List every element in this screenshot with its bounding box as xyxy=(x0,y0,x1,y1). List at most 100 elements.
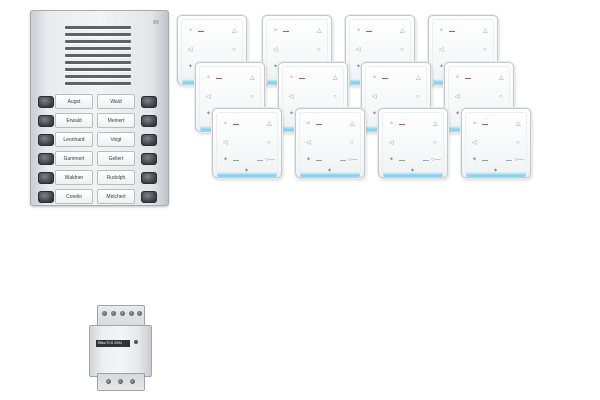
hand-icon[interactable]: ✦ xyxy=(223,157,229,163)
speaker-icon[interactable]: ◁ xyxy=(356,47,361,53)
bell-icon[interactable]: △ xyxy=(317,28,322,34)
hand-icon[interactable]: ✦ xyxy=(389,157,395,163)
light-icon[interactable]: ○ xyxy=(400,47,404,53)
speaker-icon[interactable]: ◁ xyxy=(439,47,444,53)
bell-button[interactable] xyxy=(141,153,157,165)
light-icon[interactable]: ○ xyxy=(499,94,503,100)
speaker-icon[interactable]: ◁ xyxy=(455,94,460,100)
light-icon[interactable]: ○ xyxy=(433,140,437,146)
speaker-icon[interactable]: ◁ xyxy=(389,140,394,146)
bell-button[interactable] xyxy=(38,191,54,203)
door-panel: Augst Wald Erwald Meinert Leonhard Voigt… xyxy=(30,10,169,206)
status-led-green xyxy=(399,160,405,161)
hand-icon[interactable]: ✦ xyxy=(455,111,461,117)
bell-button[interactable] xyxy=(141,96,157,108)
bell-icon[interactable]: △ xyxy=(333,75,338,81)
bell-icon[interactable]: △ xyxy=(483,28,488,34)
microphone-icon[interactable]: ⚬ xyxy=(389,121,395,127)
microphone-icon[interactable]: ⚬ xyxy=(206,75,212,81)
indoor-station[interactable]: ⚬△◁○✦○—◆ xyxy=(212,108,282,178)
bell-button[interactable] xyxy=(38,134,54,146)
bell-icon[interactable]: △ xyxy=(250,75,255,81)
microphone-icon[interactable]: ⚬ xyxy=(439,28,445,34)
light-icon[interactable]: ○ xyxy=(267,140,271,146)
microphone-icon[interactable]: ⚬ xyxy=(356,28,362,34)
indoor-station[interactable]: ⚬ △ ◁ ○ ✦ ○— ◆ xyxy=(378,108,448,178)
microphone-icon[interactable]: ⚬ xyxy=(372,75,378,81)
hand-icon[interactable]: ✦ xyxy=(356,64,362,70)
microphone-icon[interactable]: ⚬ xyxy=(289,75,295,81)
status-led-blue xyxy=(423,160,429,161)
bell-button[interactable] xyxy=(141,115,157,127)
hand-icon[interactable]: ✦ xyxy=(439,64,445,70)
hand-icon[interactable]: ✦ xyxy=(206,111,212,117)
bell-button[interactable] xyxy=(141,134,157,146)
microphone-icon[interactable]: ⚬ xyxy=(472,121,478,127)
bell-icon[interactable]: △ xyxy=(499,75,504,81)
name-tag: Meinert xyxy=(97,113,135,128)
microphone-icon[interactable]: ⚬ xyxy=(223,121,229,127)
light-icon[interactable]: ○ xyxy=(317,47,321,53)
status-led-blue xyxy=(257,160,263,161)
speaker-icon[interactable]: ◁ xyxy=(188,47,193,53)
key-icon[interactable]: ○— xyxy=(348,157,358,163)
name-tag: Voigt xyxy=(97,132,135,147)
key-icon[interactable]: ○— xyxy=(514,157,524,163)
speaker-icon[interactable]: ◁ xyxy=(273,47,278,53)
name-tag: Erwald xyxy=(55,113,93,128)
light-icon[interactable]: ○ xyxy=(232,47,236,53)
bell-button[interactable] xyxy=(38,153,54,165)
light-icon[interactable]: ○ xyxy=(350,140,354,146)
bell-icon[interactable]: △ xyxy=(267,121,272,127)
bell-button[interactable] xyxy=(141,191,157,203)
bell-icon[interactable]: △ xyxy=(232,28,237,34)
speaker-icon[interactable]: ◁ xyxy=(472,140,477,146)
bell-icon[interactable]: △ xyxy=(433,121,438,127)
microphone-icon[interactable]: ⚬ xyxy=(455,75,461,81)
logo-icon: ◆ xyxy=(328,167,332,172)
microphone-icon[interactable]: ⚬ xyxy=(188,28,194,34)
name-tag: Melchert xyxy=(97,189,135,204)
name-tag: Corelio xyxy=(55,189,93,204)
light-icon[interactable]: ○ xyxy=(416,94,420,100)
brand-mark xyxy=(153,20,159,24)
hand-icon[interactable]: ✦ xyxy=(188,64,194,70)
bell-icon[interactable]: △ xyxy=(350,121,355,127)
light-icon[interactable]: ○ xyxy=(516,140,520,146)
bell-button[interactable] xyxy=(141,172,157,184)
status-led xyxy=(134,340,138,344)
bell-button[interactable] xyxy=(38,115,54,127)
bell-icon[interactable]: △ xyxy=(516,121,521,127)
ambient-light-bar xyxy=(300,172,360,178)
bell-button[interactable] xyxy=(38,172,54,184)
hand-icon[interactable]: ✦ xyxy=(289,111,295,117)
hand-icon[interactable]: ✦ xyxy=(472,157,478,163)
microphone-icon[interactable]: ⚬ xyxy=(273,28,279,34)
logo-icon: ◆ xyxy=(411,167,415,172)
speaker-icon[interactable]: ◁ xyxy=(206,94,211,100)
logo-icon: ◆ xyxy=(494,167,498,172)
speaker-icon[interactable]: ◁ xyxy=(289,94,294,100)
key-icon[interactable]: ○— xyxy=(431,157,441,163)
speaker-icon[interactable]: ◁ xyxy=(372,94,377,100)
indoor-station[interactable]: ⚬ △ ◁ ○ ✦ ○— ◆ xyxy=(295,108,365,178)
hand-icon[interactable]: ✦ xyxy=(306,157,312,163)
key-icon[interactable]: ○— xyxy=(265,157,275,163)
bell-icon[interactable]: △ xyxy=(416,75,421,81)
status-led-red xyxy=(299,78,305,79)
light-icon[interactable]: ○ xyxy=(250,94,254,100)
indoor-station[interactable]: ⚬ △ ◁ ○ ✦ ○— ◆ xyxy=(461,108,531,178)
speaker-icon[interactable]: ◁ xyxy=(306,140,311,146)
bell-button[interactable] xyxy=(38,96,54,108)
status-led-red xyxy=(233,124,239,125)
name-tag: Augst xyxy=(55,94,93,109)
light-icon[interactable]: ○ xyxy=(483,47,487,53)
speaker-icon[interactable]: ◁ xyxy=(223,140,228,146)
bell-icon[interactable]: △ xyxy=(400,28,405,34)
hand-icon[interactable]: ✦ xyxy=(273,64,279,70)
light-icon[interactable]: ○ xyxy=(333,94,337,100)
hand-icon[interactable]: ✦ xyxy=(372,111,378,117)
microphone-icon[interactable]: ⚬ xyxy=(306,121,312,127)
status-led-red xyxy=(399,124,405,125)
